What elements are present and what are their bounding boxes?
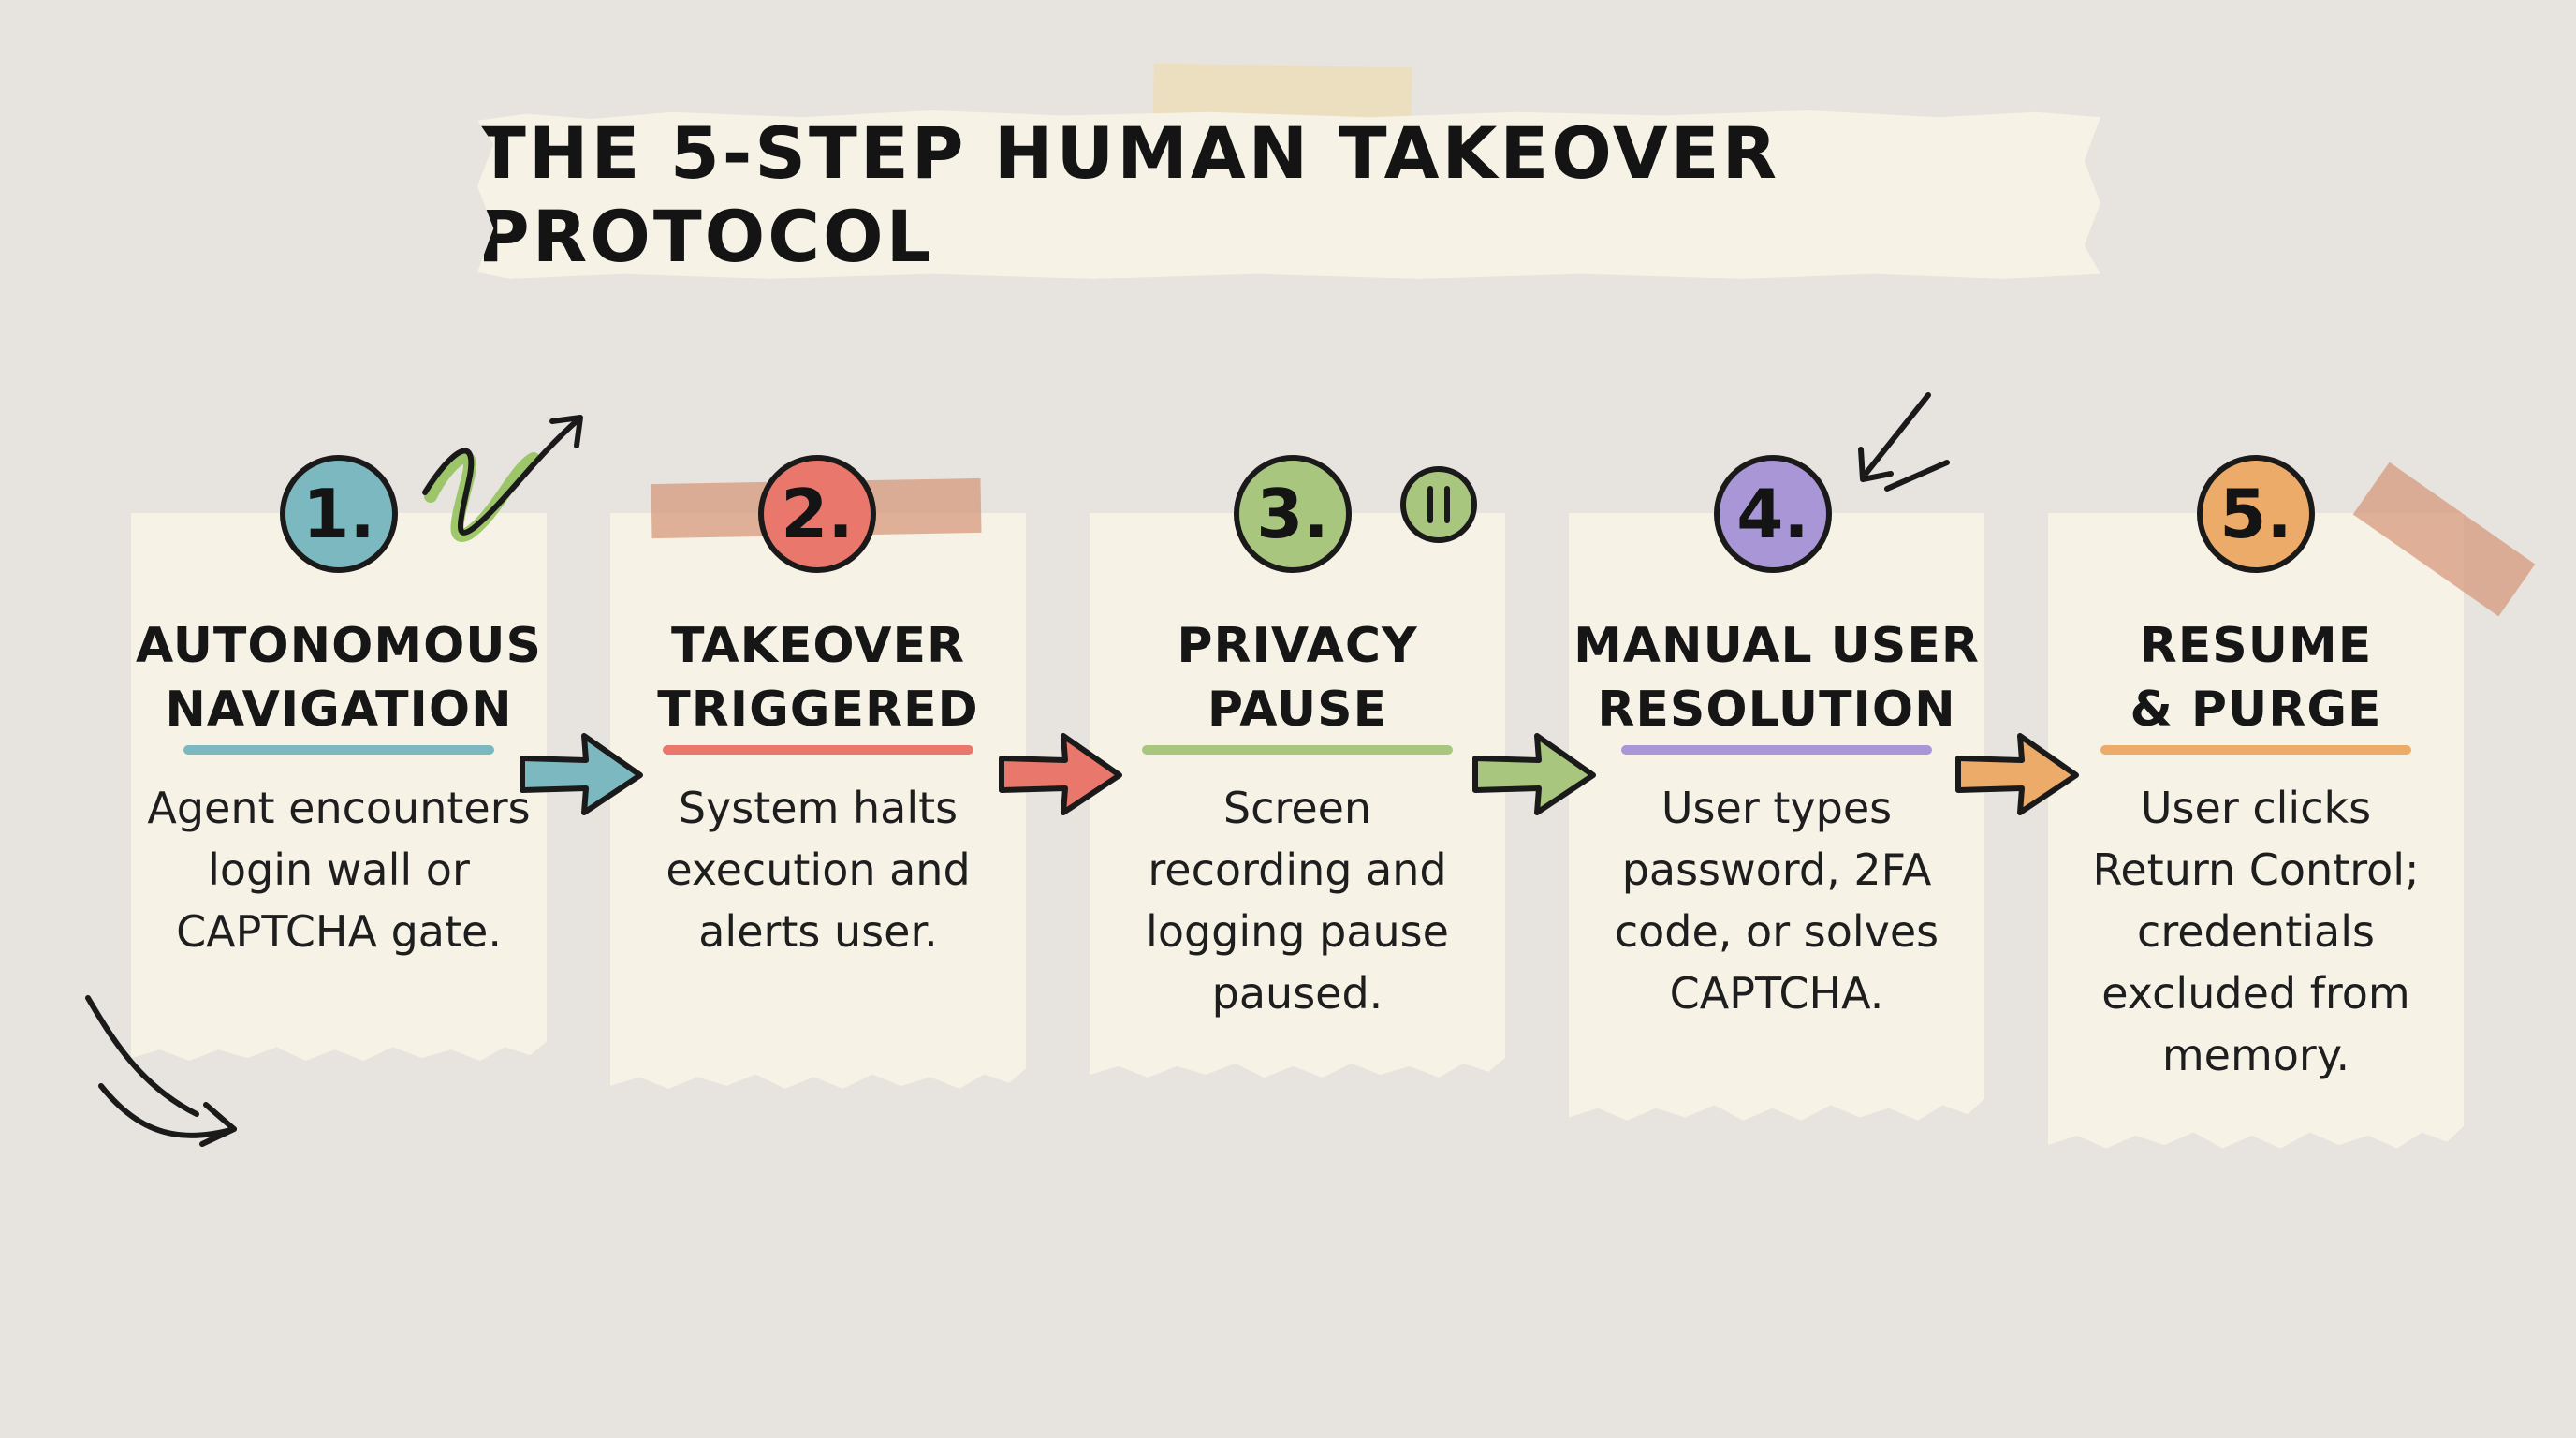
step-2-number-badge: 2.	[758, 455, 876, 573]
right-arrow-icon	[1472, 733, 1596, 815]
step-1-description: Agent encounters login wall or CAPTCHA g…	[147, 783, 531, 957]
step-4-number-badge: 4.	[1714, 455, 1832, 573]
step-4-underline	[1621, 745, 1932, 755]
step-1-number-badge: 1.	[280, 455, 398, 573]
right-arrow-icon	[999, 733, 1122, 815]
step-card-4: MANUAL USER RESOLUTION User types passwo…	[1569, 513, 1984, 1121]
diagram-title: THE 5-STEP HUMAN TAKEOVER PROTOCOL	[477, 111, 1780, 278]
step-3-number-badge: 3.	[1234, 455, 1352, 573]
step-5-number-badge: 5.	[2197, 455, 2315, 573]
step-3-description: Screen recording and logging pause pause…	[1146, 783, 1449, 1019]
step-2-description: System halts execution and alerts user.	[666, 783, 971, 957]
step-2-underline	[663, 745, 973, 755]
step-3-underline	[1142, 745, 1453, 755]
step-3-heading: PRIVACY PAUSE	[1177, 618, 1418, 738]
title-banner: THE 5-STEP HUMAN TAKEOVER PROTOCOL	[477, 110, 2100, 279]
step-1-underline	[183, 745, 494, 755]
curved-arrow-icon	[85, 995, 237, 1147]
step-card-3: PRIVACY PAUSE Screen recording and loggi…	[1090, 513, 1505, 1078]
squiggle-arrow-icon	[422, 415, 583, 542]
step-5-underline	[2100, 745, 2411, 755]
right-arrow-icon	[1955, 733, 2079, 815]
step-5-heading: RESUME & PURGE	[2130, 618, 2382, 738]
step-card-2: TAKEOVER TRIGGERED System halts executio…	[610, 513, 1026, 1089]
step-card-5: RESUME & PURGE User clicks Return Contro…	[2048, 513, 2464, 1149]
step-card-1: AUTONOMOUS NAVIGATION Agent encounters l…	[131, 513, 547, 1062]
right-arrow-icon	[520, 733, 643, 815]
pause-icon	[1400, 466, 1477, 543]
step-4-heading: MANUAL USER RESOLUTION	[1573, 618, 1980, 738]
step-2-heading: TAKEOVER TRIGGERED	[657, 618, 979, 738]
pointer-arrows-icon	[1858, 392, 1950, 492]
step-1-heading: AUTONOMOUS NAVIGATION	[136, 618, 542, 738]
step-4-description: User types password, 2FA code, or solves…	[1614, 783, 1939, 1019]
step-5-description: User clicks Return Control; credentials …	[2092, 783, 2420, 1080]
